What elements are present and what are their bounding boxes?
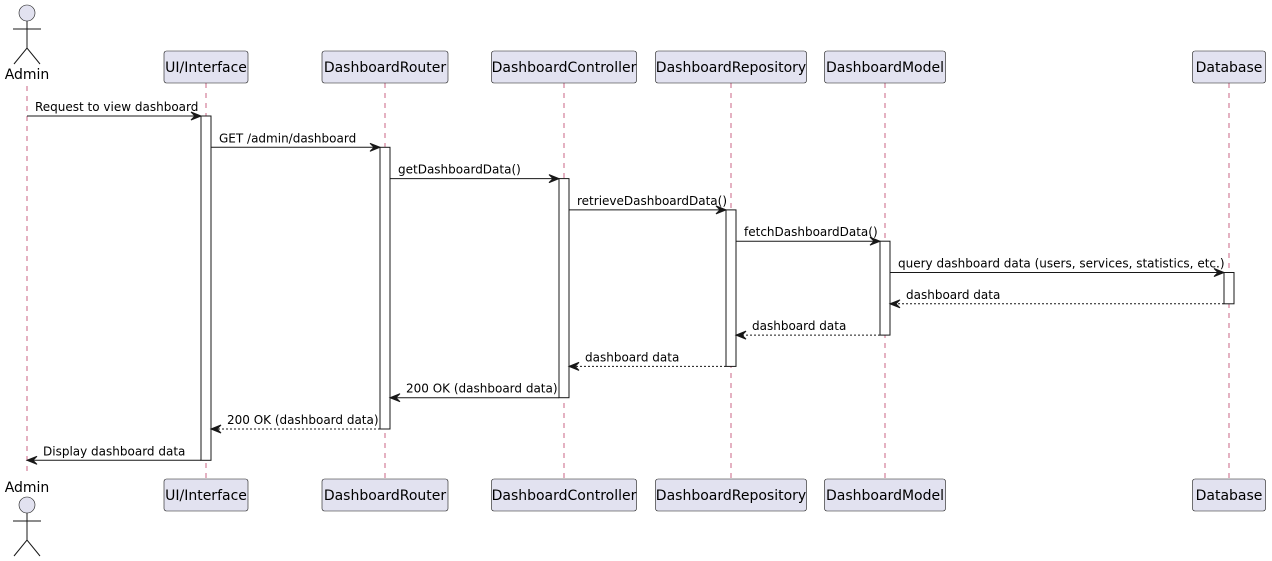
participant-router: DashboardRouter [321, 478, 449, 512]
participant-admin: Admin [5, 4, 50, 83]
message-arrowhead [209, 424, 222, 434]
participant-router: DashboardRouter [321, 50, 449, 84]
message-7: dashboard data [888, 288, 1224, 309]
participant-box [163, 50, 249, 84]
participant-name: DashboardRouter [324, 488, 447, 504]
participant-ui: UI/Interface [163, 50, 249, 84]
participant-box [321, 478, 449, 512]
message-arrowhead [548, 174, 561, 184]
participant-model: DashboardModel [824, 478, 946, 512]
message-label: dashboard data [906, 288, 1000, 302]
participant-box [655, 478, 807, 512]
message-12: Display dashboard data [25, 444, 201, 465]
participant-name: Admin [5, 67, 50, 83]
message-10: 200 OK (dashboard data) [388, 382, 559, 403]
activation-bar-model [879, 240, 891, 336]
participant-name: DashboardController [492, 488, 637, 504]
participant-name: Database [1196, 60, 1263, 76]
participant-name: DashboardModel [826, 488, 944, 504]
activation-bar-ui [200, 115, 212, 461]
participant-repository: DashboardRepository [655, 50, 807, 84]
actor-icon-legs [13, 47, 41, 65]
activation-bars [200, 115, 1235, 461]
participant-box [321, 50, 449, 84]
message-label: dashboard data [752, 319, 846, 333]
actor-icon-head [18, 496, 36, 514]
message-6: query dashboard data (users, services, s… [890, 257, 1226, 277]
participant-box [824, 50, 946, 84]
message-arrowhead [1213, 268, 1226, 277]
message-3: getDashboardData() [390, 163, 561, 184]
message-label: 200 OK (dashboard data) [227, 413, 379, 427]
message-label: Request to view dashboard [35, 100, 198, 114]
participant-name: DashboardRepository [656, 60, 806, 76]
message-arrowhead [190, 111, 203, 121]
participant-box [491, 50, 637, 84]
participant-model: DashboardModel [824, 50, 946, 84]
participant-name: DashboardModel [826, 60, 944, 76]
message-4: retrieveDashboardData() [569, 194, 728, 215]
message-label: dashboard data [585, 350, 679, 364]
participant-box [1192, 478, 1266, 512]
participant-name: UI/Interface [165, 488, 247, 504]
message-label: retrieveDashboardData() [577, 194, 727, 208]
actor-icon-head [18, 4, 36, 22]
message-arrowhead [869, 236, 882, 246]
participant-name: UI/Interface [165, 60, 247, 76]
participant-name: DashboardRepository [656, 488, 806, 504]
activation-bar-controller [558, 178, 570, 399]
participant-box [491, 478, 637, 512]
message-label: Display dashboard data [43, 444, 185, 458]
activation-bar-router [379, 146, 391, 430]
message-label: getDashboardData() [398, 163, 521, 177]
participant-box [1192, 50, 1266, 84]
participant-controller: DashboardController [491, 478, 637, 512]
activation-bar-database [1223, 272, 1235, 305]
participant-name: DashboardController [492, 60, 637, 76]
message-arrowhead [567, 361, 580, 371]
message-arrowhead [25, 455, 38, 465]
participant-box [163, 478, 249, 512]
participant-name: Admin [5, 480, 50, 496]
message-arrowhead [369, 142, 382, 152]
participant-name: Database [1196, 488, 1263, 504]
message-label: GET /admin/dashboard [219, 131, 356, 145]
message-label: fetchDashboardData() [744, 225, 878, 239]
message-arrowhead [388, 393, 401, 403]
message-5: fetchDashboardData() [736, 225, 882, 246]
message-arrowhead [734, 330, 747, 340]
participant-ui: UI/Interface [163, 478, 249, 512]
actor-icon-legs [13, 539, 41, 557]
message-label: 200 OK (dashboard data) [406, 382, 558, 396]
activation-bar-repository [725, 209, 737, 367]
participant-database: Database [1192, 478, 1266, 512]
participant-name: DashboardRouter [324, 60, 447, 76]
participant-controller: DashboardController [491, 50, 637, 84]
message-label: query dashboard data (users, services, s… [898, 257, 1225, 271]
participant-box [655, 50, 807, 84]
message-8: dashboard data [734, 319, 880, 340]
participants-top: Admin UI/Interface DashboardRouter Dashboar… [5, 4, 1266, 84]
message-arrowhead [715, 205, 728, 215]
participant-database: Database [1192, 50, 1266, 84]
message-9: dashboard data [567, 350, 726, 371]
message-arrowhead [888, 299, 901, 309]
participant-box [824, 478, 946, 512]
message-1: Request to view dashboard [27, 100, 203, 121]
participant-repository: DashboardRepository [655, 478, 807, 512]
participant-admin: Admin [5, 480, 50, 557]
message-2: GET /admin/dashboard [211, 131, 382, 152]
message-11: 200 OK (dashboard data) [209, 413, 380, 434]
